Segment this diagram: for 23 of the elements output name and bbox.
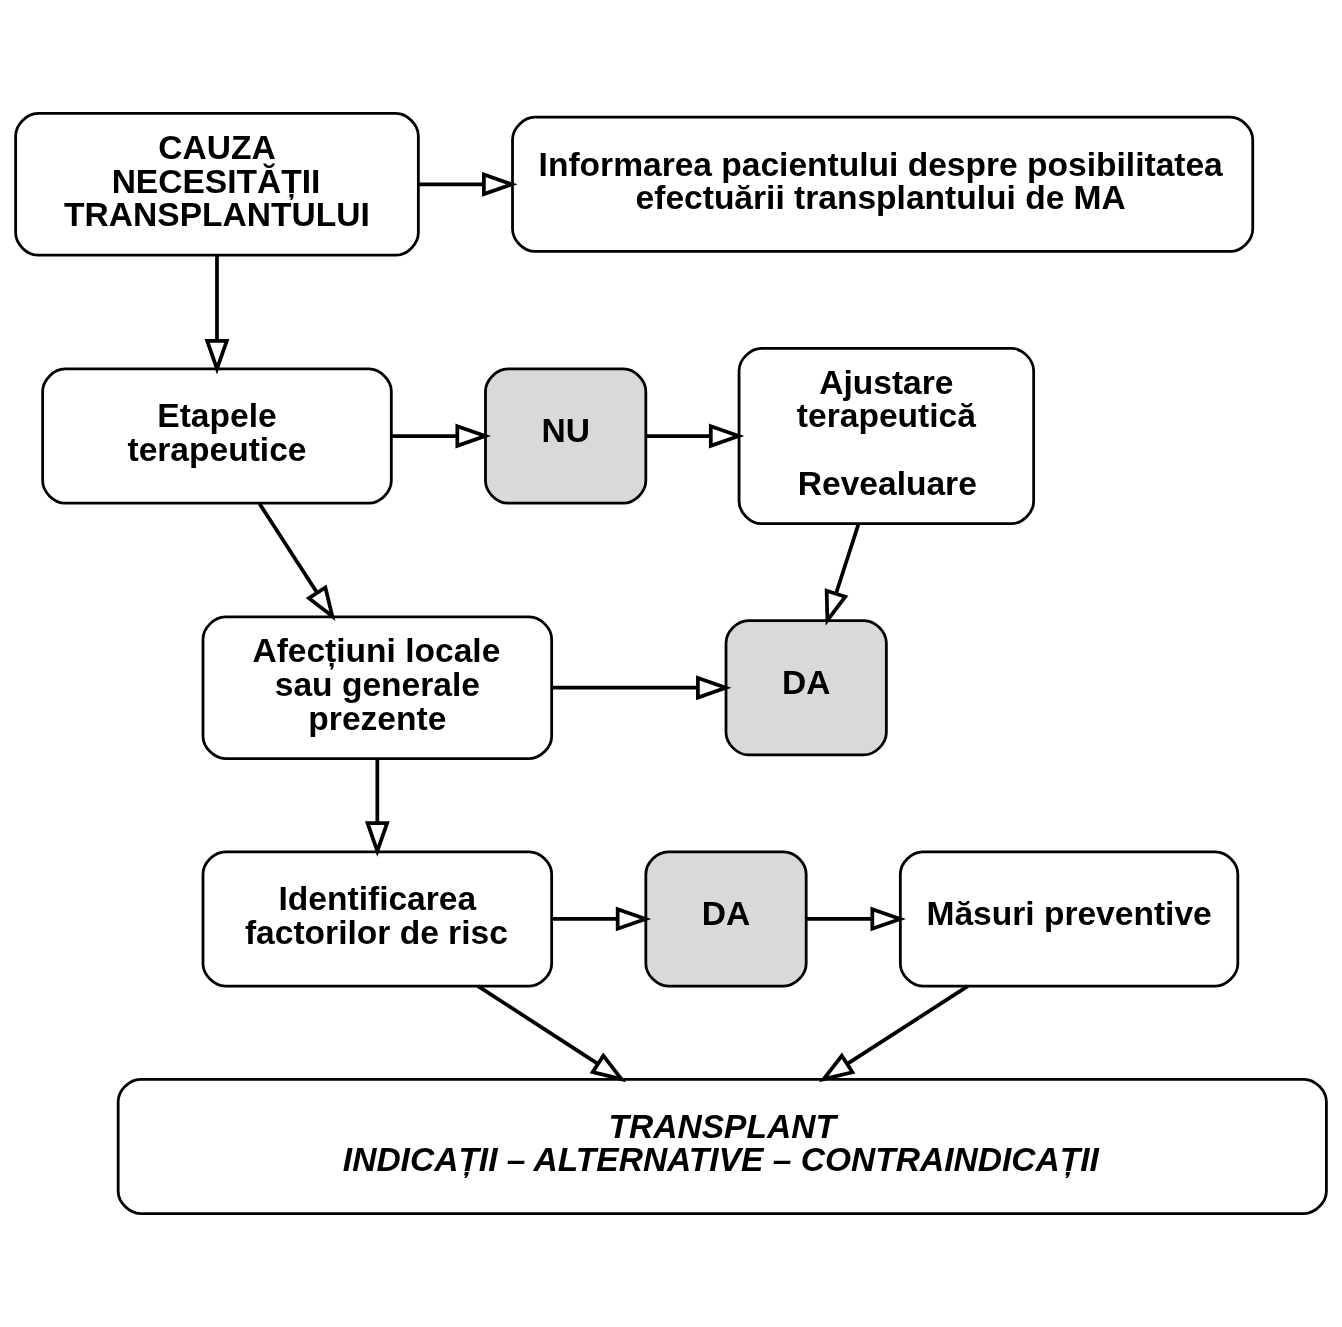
arrow	[477, 984, 627, 1083]
node-box: Măsuri preventive	[898, 850, 1240, 988]
arrow	[257, 502, 336, 622]
node-box: CAUZA NECESITĂȚII TRANSPLANTULUI	[14, 112, 420, 257]
node-box: Identificarea factorilor de risc	[201, 850, 554, 988]
node-box: Informarea pacientului despre posibilitatea efectuării transplantului de MA	[511, 115, 1255, 253]
node-box: Afecțiuni locale sau generale prezente	[201, 615, 554, 760]
arrow	[806, 906, 906, 932]
node-box: DA	[724, 619, 888, 757]
arrow	[824, 523, 861, 626]
node-box: Ajustare terapeutică Revealuare	[737, 347, 1036, 526]
node-box: Etapele terapeutice	[41, 367, 393, 505]
arrow	[646, 423, 745, 449]
node-box: DA	[644, 850, 808, 988]
arrow	[391, 423, 491, 449]
arrow	[552, 675, 732, 701]
arrow	[551, 906, 652, 932]
node-box: TRANSPLANT INDICAȚII – ALTERNATIVE – CONTRAINDICAȚII	[116, 1077, 1328, 1215]
arrow	[418, 171, 518, 197]
node-box: NU	[484, 367, 648, 505]
arrow	[364, 759, 390, 857]
arrow	[818, 984, 969, 1083]
arrow	[204, 255, 230, 375]
